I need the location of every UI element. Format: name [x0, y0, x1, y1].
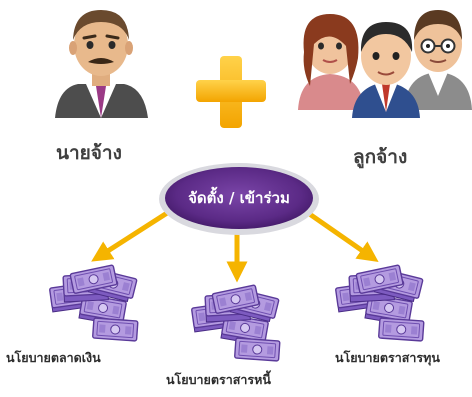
policy-money-market-label: นโยบายตลาดเงิน	[6, 350, 101, 365]
businessman-icon	[55, 10, 148, 118]
plus-icon	[196, 56, 266, 128]
employees-label: ลูกจ้าง	[353, 146, 408, 168]
money-stack-icon	[335, 265, 423, 341]
money-stack-icon	[49, 265, 137, 341]
hub-label: จัดตั้ง / เข้าร่วม	[188, 189, 290, 207]
policy-bond-label: นโยบายตราสารหนี้	[166, 372, 271, 387]
policy-equity-label: นโยบายตราสารทุน	[335, 350, 440, 365]
employer-label: นายจ้าง	[56, 142, 122, 164]
arrow-to-money-market	[91, 203, 181, 262]
hub-ellipse	[159, 163, 319, 235]
money-stack-icon	[191, 285, 279, 361]
employees-group-icon	[298, 10, 472, 118]
